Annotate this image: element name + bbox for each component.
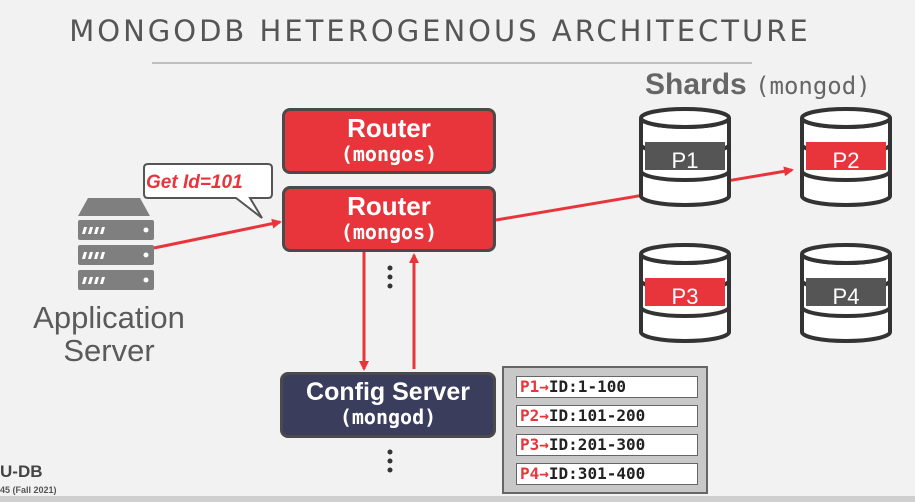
request-callout-bubble (143, 163, 273, 219)
config-server-process: (mongod) (339, 405, 437, 429)
partition-id: P2 (520, 406, 540, 425)
application-server-label: Application Server (24, 300, 194, 368)
shard-cylinder-p3 (639, 243, 731, 343)
partition-map-row: P3→ID:201-300 (516, 434, 698, 456)
router-label: Router (347, 113, 431, 143)
partition-range: ID:201-300 (548, 435, 646, 454)
shard-cylinder-p1 (639, 107, 731, 207)
partition-arrow: → (539, 464, 549, 483)
config-server-box[interactable]: Config Server (mongod) (280, 372, 496, 438)
app-server-line1: Application (33, 300, 185, 335)
router-process: (mongos) (340, 220, 438, 245)
shard-label-p3: P3 (671, 284, 699, 309)
shard-label-p2: P2 (832, 148, 860, 173)
partition-range: ID:101-200 (548, 406, 646, 425)
partition-map-row: P2→ID:101-200 (516, 405, 698, 427)
shards-heading: Shards (mongod) (645, 68, 871, 102)
shards-heading-process: (mongod) (755, 72, 871, 100)
shard-cylinder-p4 (800, 243, 892, 343)
request-callout-text: Get Id=101 (146, 172, 243, 193)
footer-logo: U-DB (0, 462, 43, 481)
shard-cylinder-p2 (800, 107, 892, 207)
partition-id: P3 (520, 435, 540, 454)
shard-label-p1: P1 (671, 148, 699, 173)
partition-arrow: → (539, 435, 549, 454)
slide-title: MONGODB HETEROGENOUS ARCHITECTURE (69, 14, 811, 48)
more-routers-ellipsis (387, 265, 393, 289)
partition-arrow: → (539, 406, 549, 425)
router-box-1[interactable]: Router (mongos) (282, 108, 496, 174)
partition-id: P1 (520, 377, 540, 396)
shards-heading-label: Shards (645, 68, 747, 101)
router-label: Router (347, 191, 431, 221)
config-server-label: Config Server (306, 378, 470, 406)
server-icon (78, 198, 154, 290)
router-process: (mongos) (340, 142, 438, 167)
partition-arrow: → (539, 377, 549, 396)
partition-map-row: P1→ID:1-100 (516, 376, 698, 398)
partition-map-row: P4→ID:301-400 (516, 463, 698, 485)
app-server-line2: Server (63, 332, 155, 368)
more-config-ellipsis (387, 449, 393, 473)
partition-map: P1→ID:1-100 P2→ID:101-200 P3→ID:201-300 … (502, 366, 708, 494)
partition-id: P4 (520, 464, 540, 483)
bottom-bar (0, 496, 915, 502)
title-divider (152, 62, 752, 64)
shard-label-p4: P4 (832, 284, 860, 309)
arrow-app-to-router (153, 218, 282, 250)
partition-range: ID:301-400 (548, 464, 646, 483)
footer-course: 45 (Fall 2021) (0, 485, 57, 495)
router-box-2[interactable]: Router (mongos) (282, 186, 496, 252)
partition-range: ID:1-100 (548, 377, 626, 396)
